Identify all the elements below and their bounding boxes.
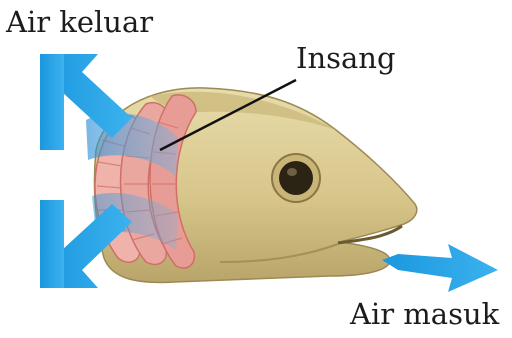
eye xyxy=(272,154,320,202)
water-in-label: Air masuk xyxy=(350,300,499,329)
arrow-in-icon xyxy=(382,244,498,292)
water-out-label: Air keluar xyxy=(6,8,153,37)
gills-label: Insang xyxy=(296,44,396,73)
